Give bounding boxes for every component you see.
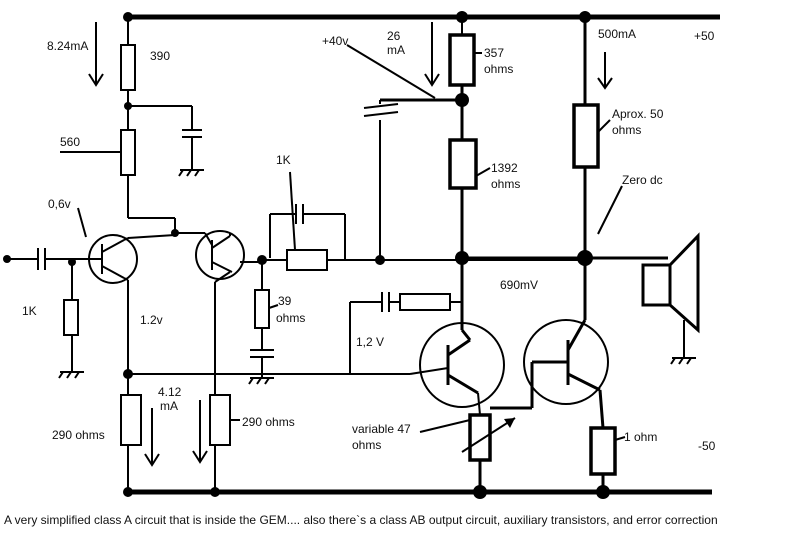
resistor-357 [448,33,476,87]
pointer-var [419,419,471,433]
label-1k-feedback: 1K [276,153,291,167]
label-minus-50: -50 [698,439,716,453]
arrow-4-12-left [144,408,160,467]
ground-symbol-speaker [670,357,696,365]
feedback-capacitor [295,204,304,224]
label-357-unit: ohms [484,62,513,76]
resistor-1392 [448,138,478,190]
junction-neg-left [123,487,133,497]
capacitor-39 [250,349,274,358]
label-290-left: 290 ohms [52,428,105,442]
label-8-24mA: 8.24mA [47,39,88,53]
label-aprox-50: Aprox. 50 [612,107,664,121]
junction-neg-var [473,485,487,499]
speaker-magnet [641,263,672,307]
variable-arrow [461,417,516,453]
label-aprox-50-unit: ohms [612,123,641,137]
resistor-1-ohm [589,426,617,476]
label-39-unit: ohms [276,311,305,325]
caption: A very simplified class A circuit that i… [4,513,718,527]
label-690mv: 690mV [500,278,538,292]
ground-symbol-left [58,371,84,379]
label-1392: 1392 [491,161,518,175]
label-26-unit: mA [387,43,405,57]
label-variable-47: variable 47 [352,422,411,436]
resistor-39 [254,289,270,329]
transistor-q2 [195,230,245,280]
label-290-right: 290 ohms [242,415,295,429]
wire-q2-emitter [214,271,231,283]
pointer-1392 [475,167,491,177]
junction-neg-right [596,485,610,499]
label-1-ohm: 1 ohm [624,430,657,444]
label-zero-dc: Zero dc [622,173,663,187]
resistor-aprox-50 [572,103,600,169]
driver-rc-capacitor [381,292,390,312]
label-500mA: 500mA [598,27,636,41]
resistor-1k-feedback [286,249,328,271]
input-capacitor [37,248,46,270]
resistor-1k-left [63,299,79,336]
label-560: 560 [60,135,80,149]
junction-rail-right [579,11,591,23]
label-1-2v: 1.2v [140,313,163,327]
driver-rc-resistor [399,293,451,311]
junction-40v [455,93,469,107]
ground-symbol-decoupling [178,169,204,177]
transistor-output [523,319,609,405]
label-4-12-unit: mA [160,399,178,413]
label-39: 39 [278,294,292,308]
arrow-500mA [597,52,613,90]
ground-symbol-39 [248,377,274,385]
junction-rail-mid [456,11,468,23]
label-1392-unit: ohms [491,177,520,191]
label-390: 390 [150,49,170,63]
label-plus-50: +50 [694,29,715,43]
resistor-290-left [120,394,142,446]
pointer-1ohm [614,436,626,441]
resistor-560 [120,129,136,176]
variable-resistor-47 [468,413,492,462]
junction-rail-left [123,12,133,22]
label-plus-40v: +40v [322,34,348,48]
transistor-driver [409,322,505,408]
label-1-2v-b: 1,2 V [356,335,384,349]
pointer-1k-fb [289,171,296,251]
pointer-40v [346,44,436,99]
wire-output-emitter [598,389,605,429]
resistor-290-right [209,394,231,446]
label-0-6v: 0,6v [48,197,71,211]
junction-neg-mid [210,487,220,497]
variable-arrow-head [504,418,515,428]
capacitor-40v [363,103,399,117]
arrow-8-24mA [88,22,104,87]
pointer-zero-dc [597,185,623,235]
wire-q1-collector [127,234,176,239]
label-26: 26 [387,29,401,43]
label-4-12: 4.12 [158,385,182,399]
label-357: 357 [484,46,504,60]
transistor-q1 [88,234,138,284]
arrow-26mA [424,22,440,87]
resistor-390 [120,44,136,91]
input-terminal [3,255,11,263]
label-variable-47-unit: ohms [352,438,381,452]
q1-pointer [77,207,87,238]
pointer-39 [268,304,279,309]
wire-driver-emitter [477,392,481,416]
label-1k-left: 1K [22,304,37,318]
decoupling-capacitor [182,129,202,138]
arrow-4-12-right [192,400,208,464]
pointer-aprox-50 [597,119,611,133]
speaker-cone [668,232,700,334]
